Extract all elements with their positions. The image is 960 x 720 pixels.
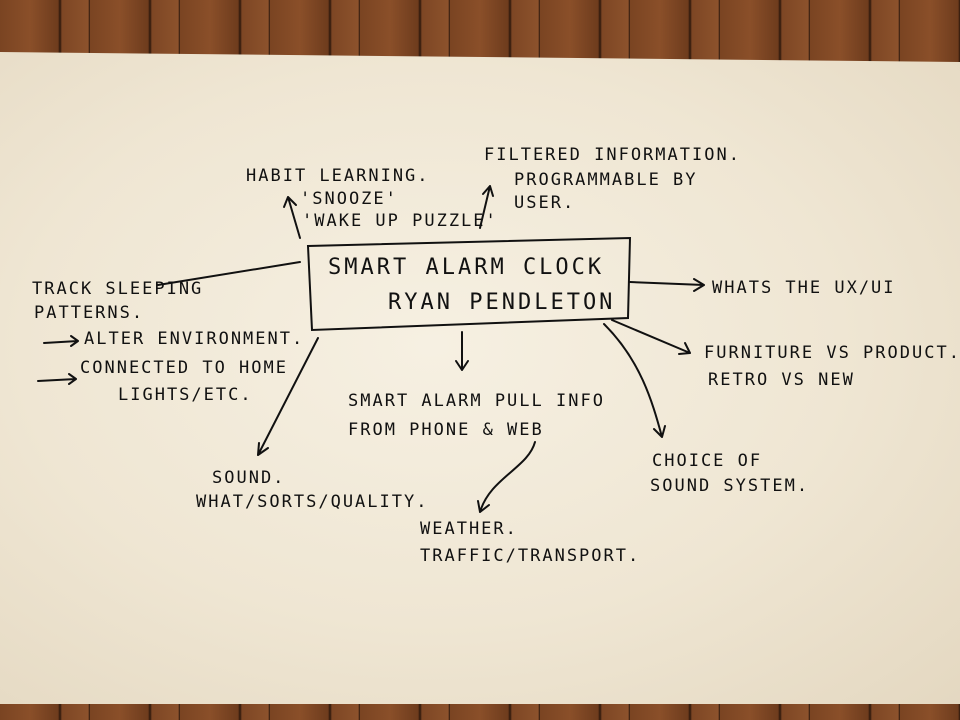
note-habit-3: 'Wake up puzzle' [302, 211, 498, 231]
note-choice-1: Choice of [652, 451, 763, 471]
note-connected-2: lights/etc. [118, 385, 253, 405]
central-author: Ryan Pendleton [388, 290, 616, 315]
arrow-furniture [611, 319, 691, 355]
note-pull-1: Smart alarm pull info [348, 391, 605, 411]
note-choice-2: sound system. [650, 476, 810, 496]
central-title: Smart Alarm Clock [328, 255, 605, 280]
note-furniture-1: Furniture vs product. [704, 343, 960, 363]
note-sleep-1: Track sleeping [32, 279, 204, 299]
line-sleep [157, 261, 301, 286]
note-furniture-2: Retro vs new [708, 370, 855, 390]
arrow-habit [283, 196, 301, 239]
arrow-sound [257, 337, 319, 456]
note-habit-1: Habit Learning. [246, 166, 430, 186]
arrow-alter [43, 335, 79, 347]
note-sound-1: Sound. [212, 468, 286, 488]
arrow-connected [37, 373, 77, 385]
note-weather-2: Traffic/transport. [420, 546, 641, 566]
paper-sheet [0, 52, 960, 704]
note-ux: Whats the UX/UI [712, 278, 896, 298]
note-alter: Alter environment. [84, 329, 305, 349]
note-weather-1: Weather. [420, 519, 518, 539]
center-box [306, 236, 632, 332]
arrow-weather [477, 441, 536, 513]
arrow-ux [629, 278, 705, 292]
note-pull-2: from phone & web [348, 420, 544, 440]
note-filtered-1: Filtered information. [484, 145, 741, 165]
note-habit-2: 'Snooze' [300, 189, 398, 209]
arrow-choice [603, 323, 666, 438]
note-filtered-3: user. [514, 193, 576, 213]
note-connected-1: Connected to home [80, 358, 288, 378]
arrow-filtered [479, 185, 494, 229]
note-sleep-2: patterns. [34, 303, 145, 323]
note-sound-2: What/sorts/quality. [196, 492, 429, 512]
note-filtered-2: Programmable by [514, 170, 698, 190]
arrow-pull [455, 331, 469, 371]
